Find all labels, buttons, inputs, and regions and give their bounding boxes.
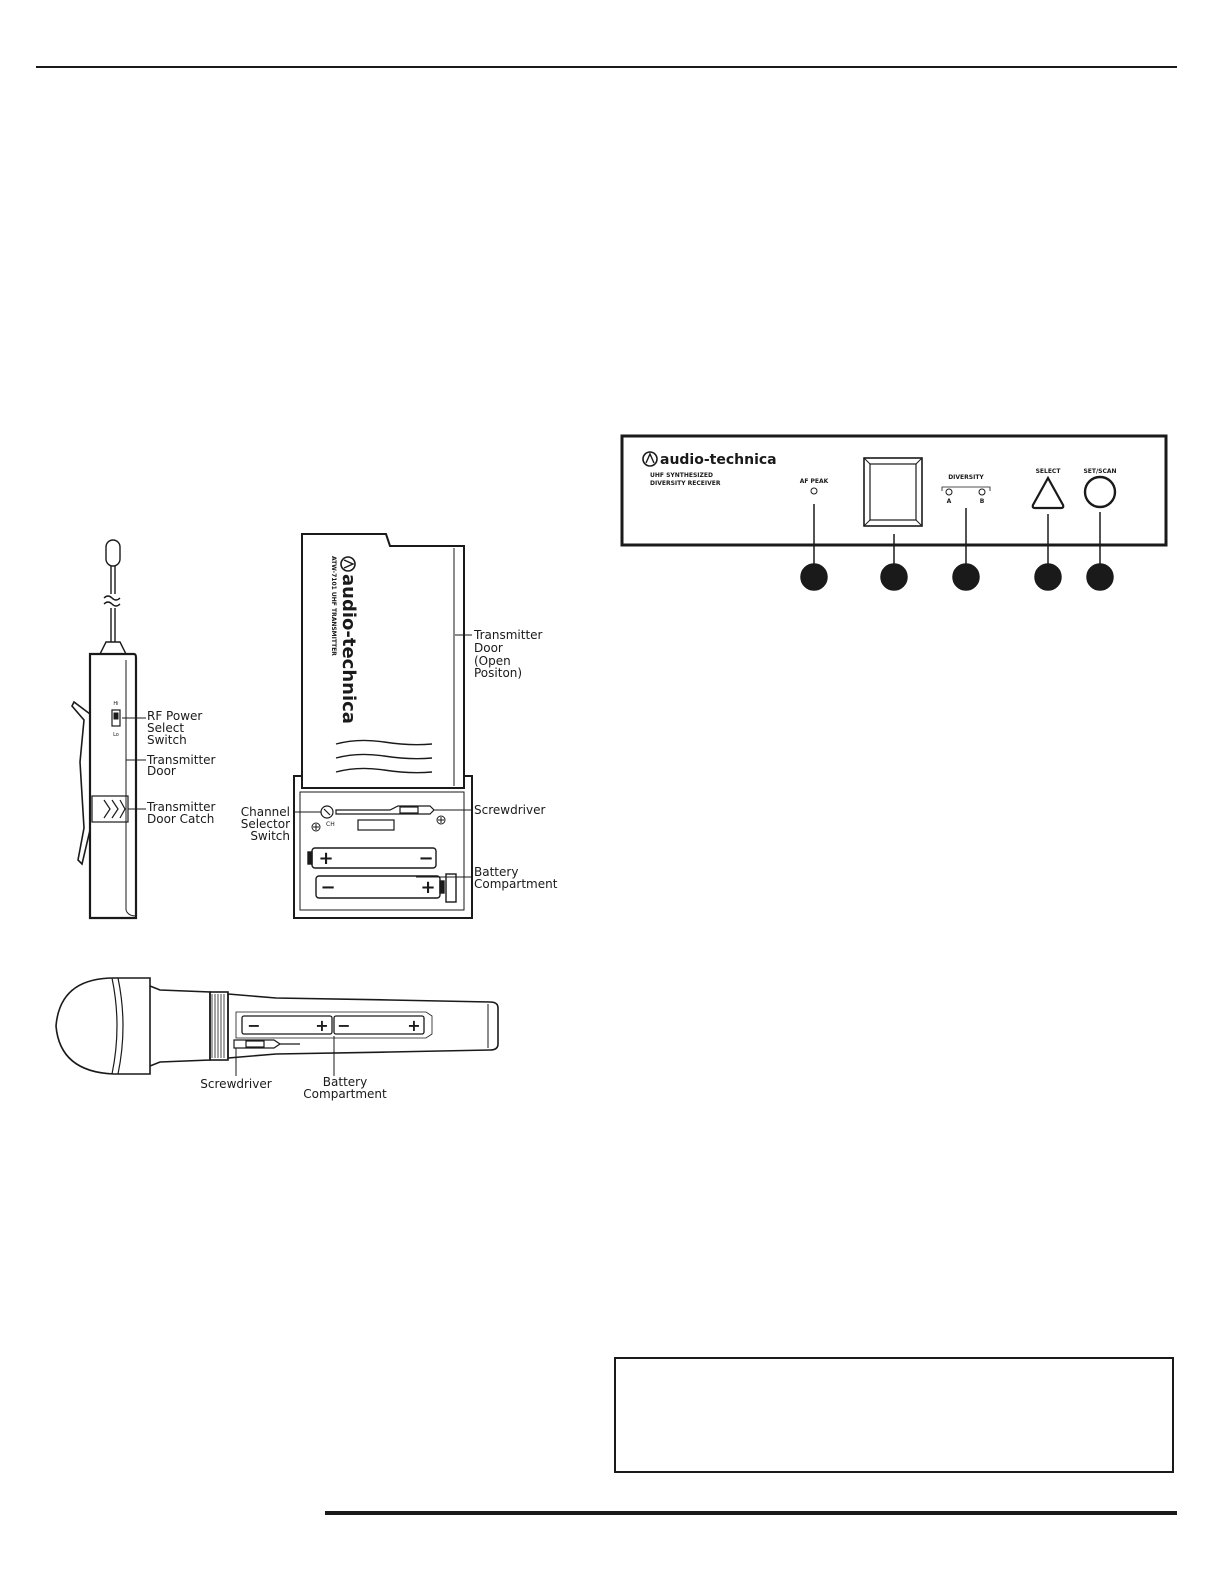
select-button-triangle-icon: [1031, 475, 1065, 510]
door-open-label-3: (Open: [474, 654, 511, 668]
audio-technica-logo-icon: [642, 451, 658, 467]
svg-text:Lo: Lo: [113, 732, 119, 738]
mic-body: [227, 993, 499, 1059]
mic-screwdriver-icon: [233, 1039, 300, 1049]
rf-power-label-2: Select: [147, 721, 184, 735]
diversity-a-label: A: [947, 498, 952, 505]
notice-box: [614, 1357, 1174, 1473]
diversity-b-label: B: [980, 498, 985, 505]
mic-neck: [149, 985, 229, 1067]
af-peak-led-icon: [810, 487, 818, 495]
ch-mark: CH: [326, 821, 335, 828]
transmitter-door-label-1: Transmitter: [146, 753, 216, 767]
bodypack-housing: [293, 775, 473, 919]
header-rule: [36, 66, 1177, 68]
set-scan-button-icon: [1083, 475, 1117, 509]
handheld-figure: − + − + Screwdriver Battery Compartment: [55, 977, 499, 1101]
callout-marker-diversity: [952, 563, 980, 591]
footer-rule: [325, 1511, 1177, 1515]
callout-marker-af-peak: [800, 563, 828, 591]
receiver-panel-figure: audio-technica UHF SYNTHESIZED DIVERSITY…: [620, 434, 1168, 591]
rf-power-label-3: Switch: [147, 733, 187, 747]
svg-text:Hi: Hi: [113, 701, 118, 707]
svg-text:−: −: [337, 1016, 350, 1035]
svg-text:+: +: [420, 877, 435, 898]
receiver-model-line1: UHF SYNTHESIZED: [650, 472, 713, 479]
select-label: SELECT: [1036, 468, 1062, 475]
callout-marker-select: [1034, 563, 1062, 591]
callout-markers: [800, 504, 1114, 591]
belt-clip-icon: [71, 700, 91, 866]
receiver-brand: audio-technica: [660, 452, 777, 468]
bodypack-brand: audio-technica: [338, 574, 359, 724]
transmitter-door-open: [301, 533, 465, 789]
rf-power-label-1: RF Power: [147, 709, 202, 723]
channel-selector-label-3: Switch: [250, 829, 290, 843]
screw-icon: [311, 815, 446, 832]
callout-marker-display: [880, 563, 908, 591]
mic-battery-label-2: Compartment: [303, 1087, 387, 1101]
diversity-bracket: [941, 486, 991, 491]
receiver-model-line2: DIVERSITY RECEIVER: [650, 480, 721, 487]
diversity-a-led-icon: [945, 488, 953, 496]
door-catch-label-1: Transmitter: [146, 800, 216, 814]
door-catch-icon: [91, 795, 129, 823]
battery-lower-icon: − +: [315, 873, 457, 903]
mic-leaders: [235, 1036, 335, 1076]
door-open-label-4: Positon): [474, 666, 522, 680]
front-leaders: [294, 634, 472, 878]
mic-battery-label-1: Battery: [323, 1075, 367, 1089]
svg-text:−: −: [418, 848, 433, 869]
bodypack-side-figure: Hi Lo RF Power Select Switch Transmitter…: [71, 539, 216, 920]
channel-selector-label-2: Selector: [241, 817, 290, 831]
bodypack-battery-label-2: Compartment: [474, 877, 558, 891]
af-peak-label: AF PEAK: [800, 478, 829, 485]
bodypack-screwdriver-label: Screwdriver: [474, 803, 545, 817]
door-open-label-1: Transmitter: [473, 628, 543, 642]
svg-text:−: −: [247, 1016, 260, 1035]
mic-grille-icon: [55, 977, 151, 1075]
callout-marker-set-scan: [1086, 563, 1114, 591]
svg-text:+: +: [315, 1016, 328, 1035]
transmitter-door-label-2: Door: [147, 764, 176, 778]
bodypack-body: [88, 652, 138, 920]
mic-battery-2-icon: − +: [333, 1015, 425, 1035]
mic-screwdriver-label: Screwdriver: [200, 1077, 271, 1091]
antenna-icon: [98, 539, 128, 655]
door-catch-label-2: Door Catch: [147, 812, 214, 826]
rf-power-switch-icon: Hi Lo: [111, 701, 121, 738]
bodypack-model: ATW-7101 UHF TRANSMITTER: [330, 556, 337, 656]
door-open-label-2: Door: [474, 641, 503, 655]
svg-text:+: +: [407, 1016, 420, 1035]
svg-text:+: +: [318, 848, 333, 869]
svg-text:−: −: [320, 877, 335, 898]
battery-upper-icon: + −: [307, 847, 437, 869]
diversity-label: DIVERSITY: [948, 474, 984, 481]
display-window: [863, 457, 923, 527]
screwdriver-icon: [335, 805, 435, 831]
set-scan-label: SET/SCAN: [1083, 468, 1116, 475]
channel-selector-label-1: Channel: [241, 805, 290, 819]
diversity-b-led-icon: [978, 488, 986, 496]
bodypack-logo-icon: [340, 556, 356, 572]
bodypack-front-figure: audio-technica ATW-7101 UHF TRANSMITTER …: [241, 533, 558, 919]
channel-selector-switch-icon: [320, 805, 334, 819]
mic-battery-1-icon: − +: [241, 1015, 333, 1035]
side-leaders: [122, 717, 146, 810]
bodypack-battery-label-1: Battery: [474, 865, 518, 879]
battery-tray: [235, 1011, 433, 1039]
